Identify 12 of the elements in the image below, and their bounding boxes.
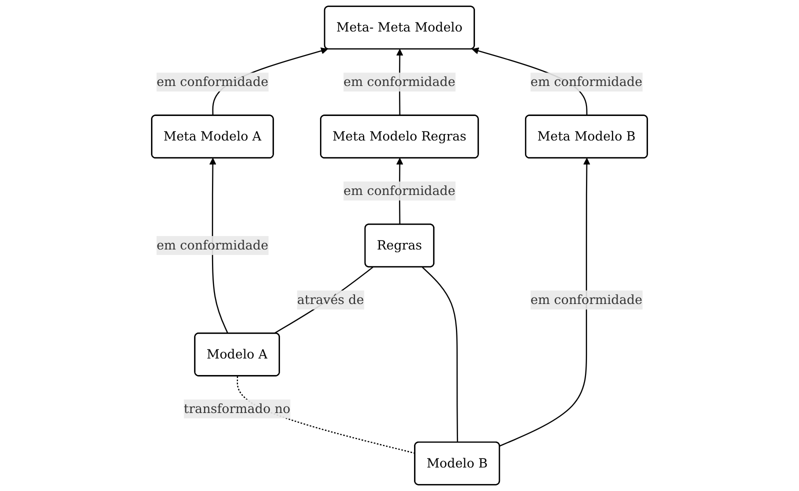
edge-label: em conformidade xyxy=(530,74,642,90)
edge-label: transformado no xyxy=(184,401,290,416)
arrow xyxy=(500,158,590,446)
connector xyxy=(274,266,374,334)
edge-label: em conformidade xyxy=(156,238,268,253)
edge-label: através de xyxy=(297,292,364,308)
edge-label: em conformidade xyxy=(344,183,456,198)
arrow xyxy=(209,158,228,334)
connector xyxy=(422,266,458,442)
edge-label: em conformidade xyxy=(530,292,642,308)
edge-label: em conformidade xyxy=(156,74,268,90)
edge-label: em conformidade xyxy=(344,74,456,90)
